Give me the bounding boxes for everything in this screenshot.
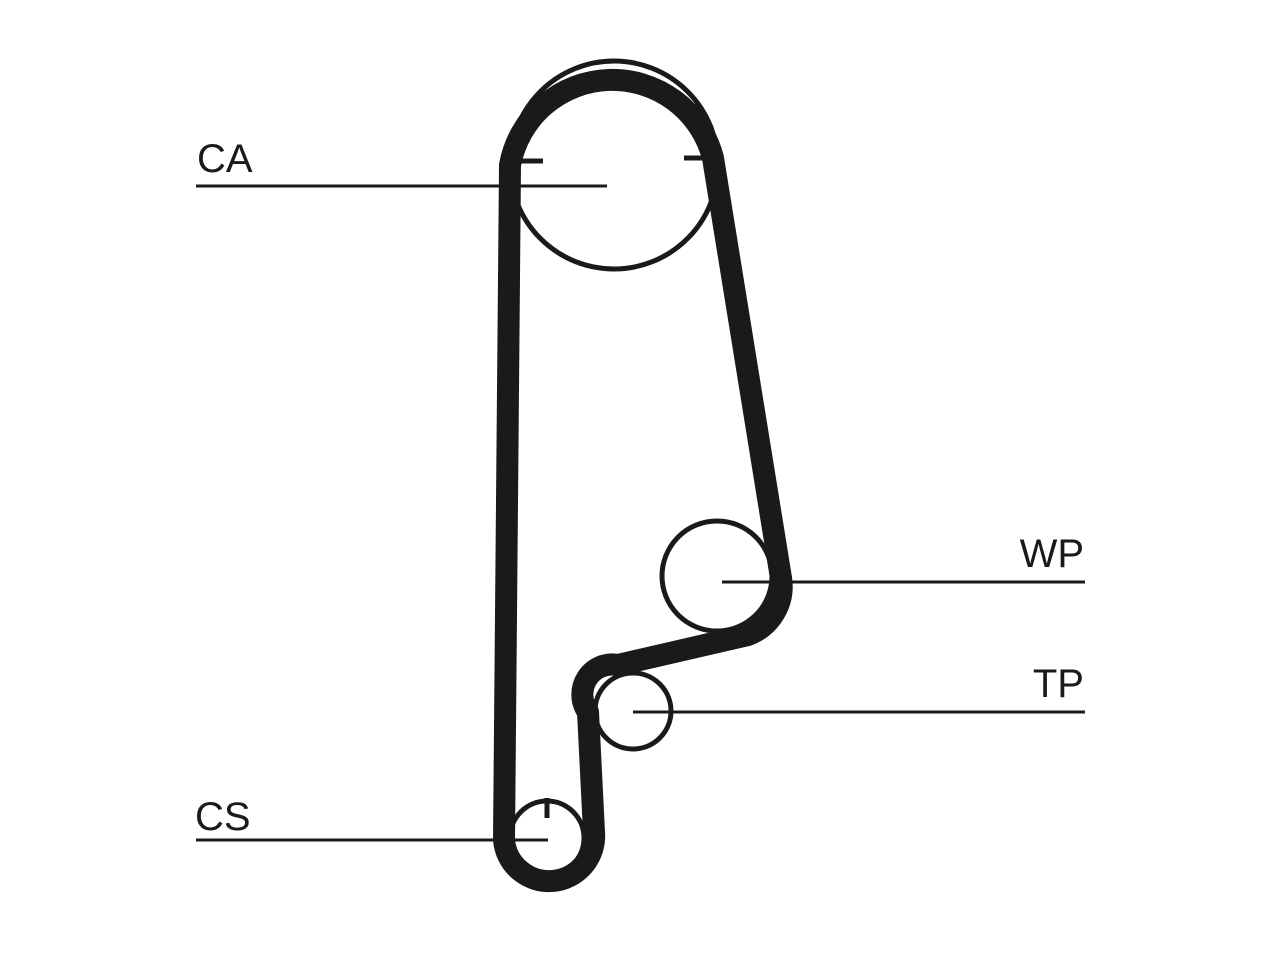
crankshaft-label: CS xyxy=(195,795,251,839)
crankshaft-pulley xyxy=(507,798,587,878)
camshaft-pulley-circle xyxy=(507,58,721,272)
tensioner-label: TP xyxy=(1033,662,1084,706)
water-pump-pulley xyxy=(659,518,775,634)
camshaft-label: CA xyxy=(197,137,253,181)
camshaft-pulley xyxy=(507,58,721,272)
timing-belt xyxy=(493,68,793,893)
water-pump-label: WP xyxy=(1020,532,1084,576)
